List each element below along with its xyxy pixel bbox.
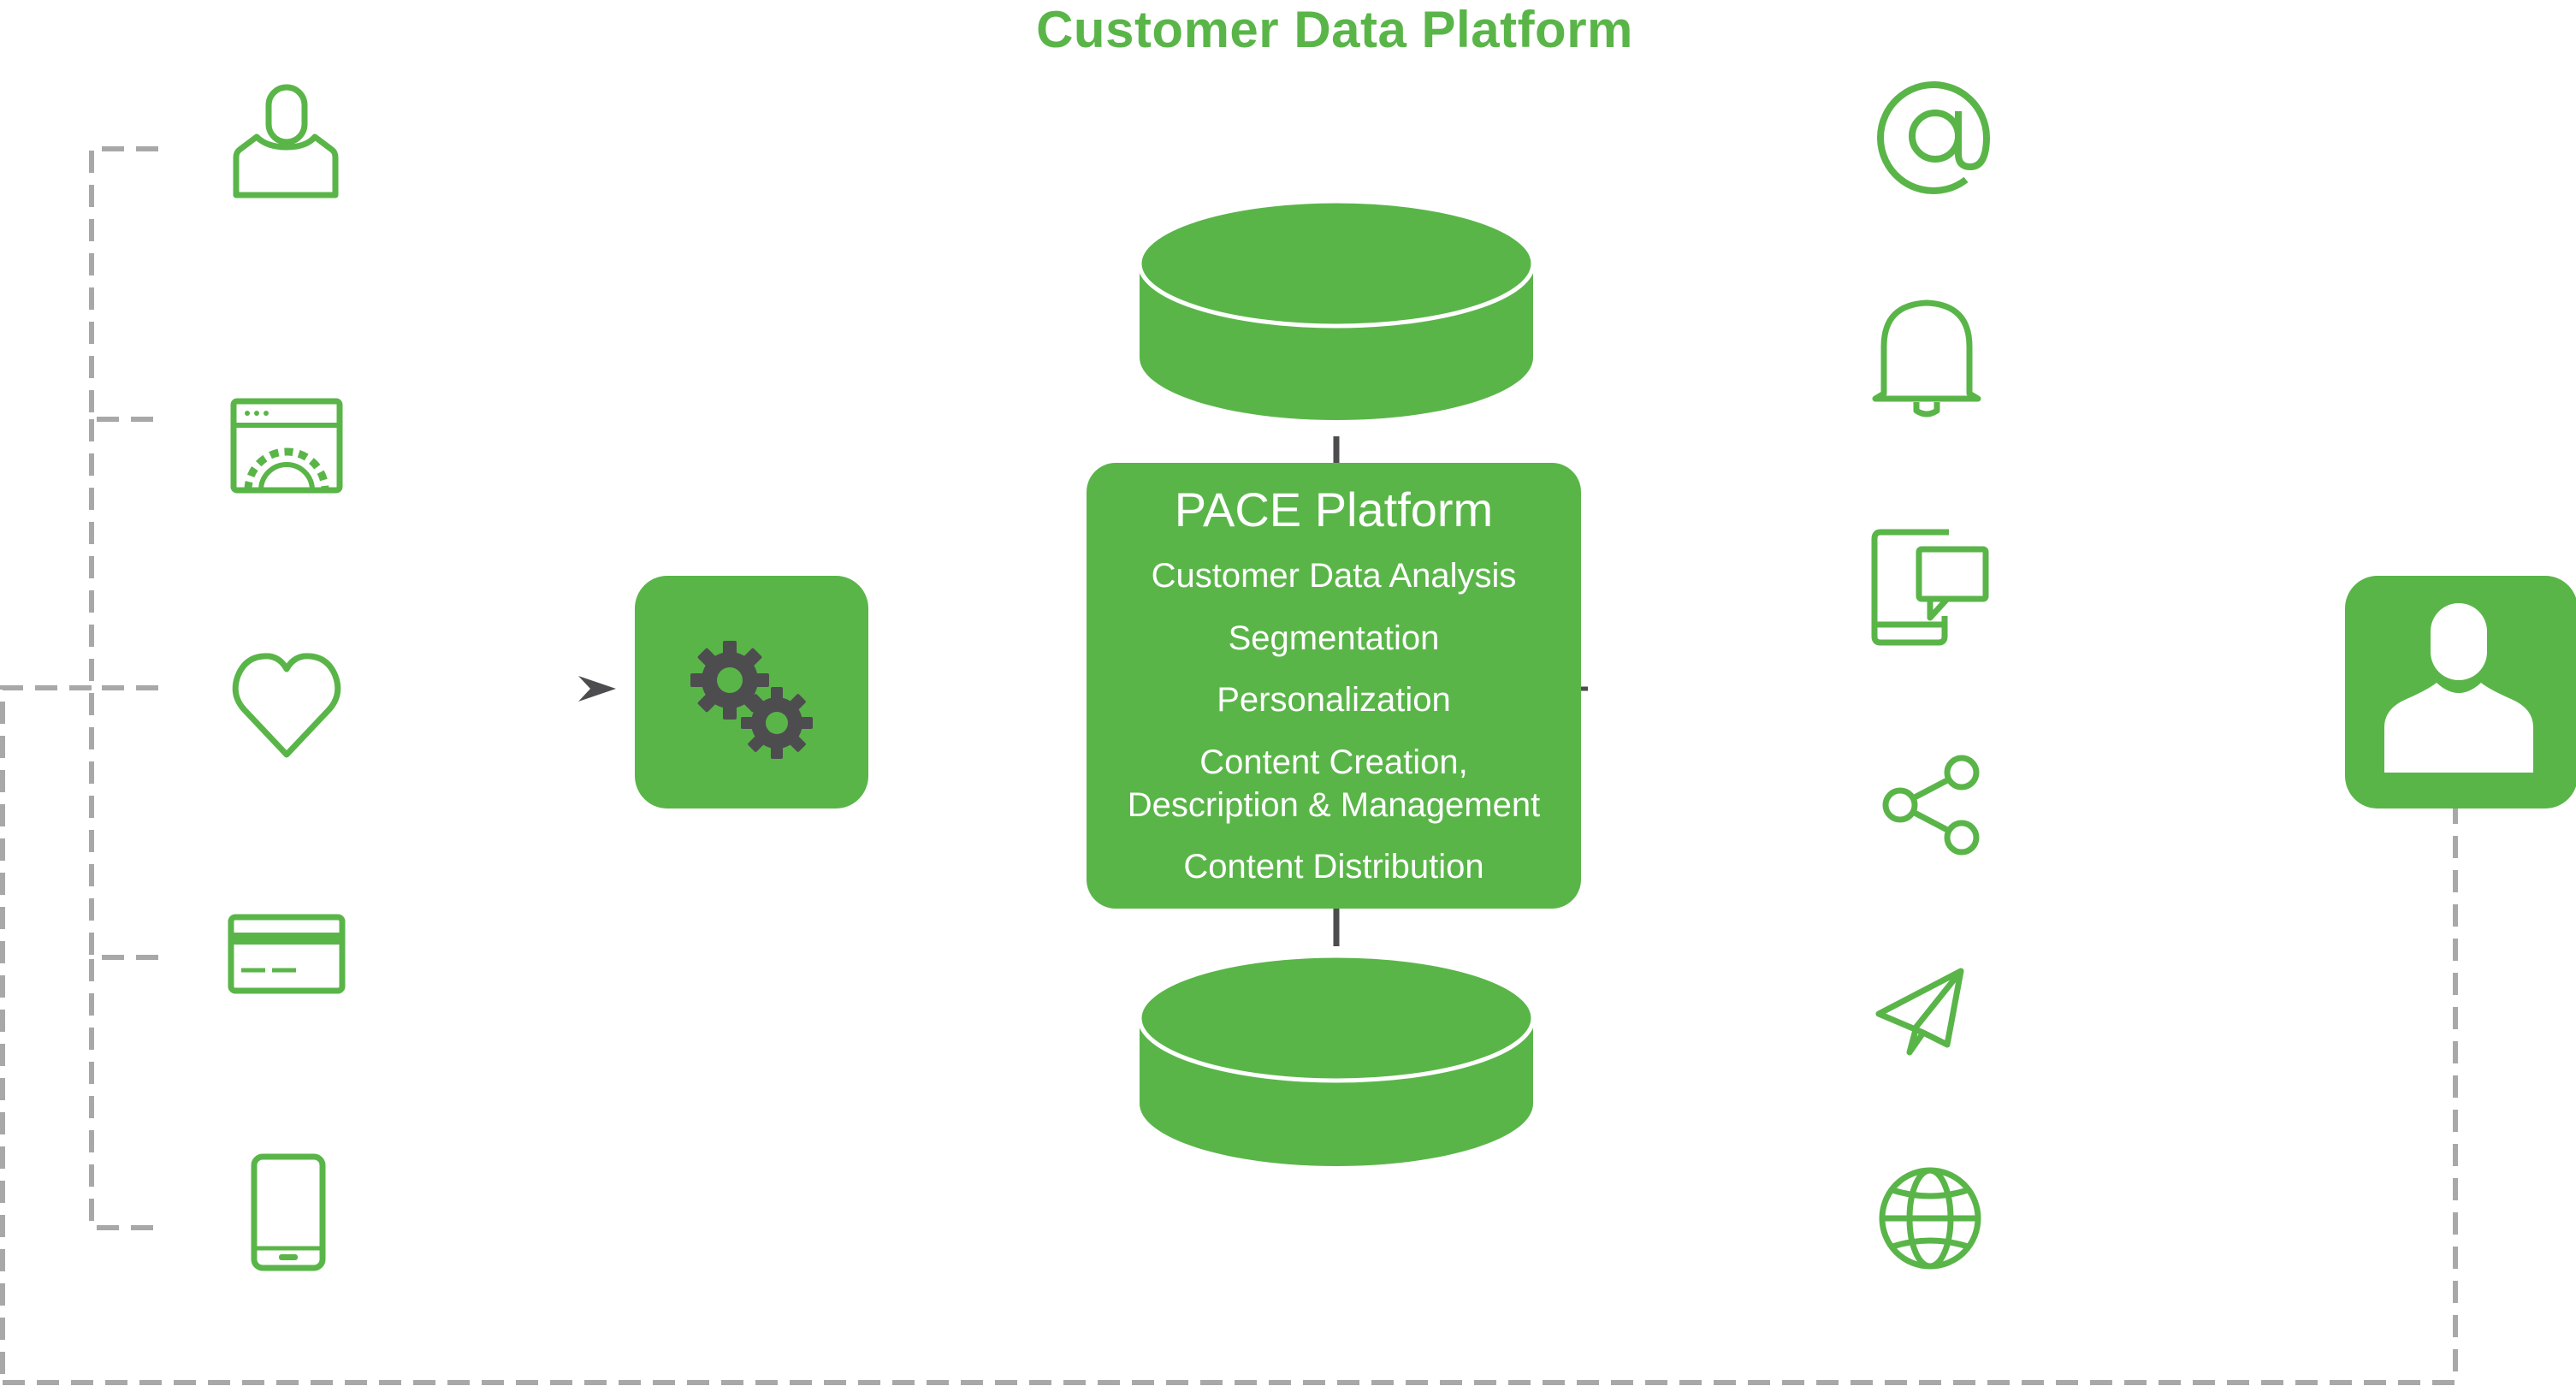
source-connectors <box>0 146 2458 1386</box>
bell-icon <box>1872 299 1981 418</box>
pace-platform-box: PACE Platform Customer Data Analysis Seg… <box>1087 463 1581 909</box>
database-top-icon <box>1137 198 1536 420</box>
source-bracket-lower <box>89 955 158 1230</box>
share-icon <box>1882 755 1980 856</box>
browser-settings-icon <box>230 398 343 494</box>
feedback-loop-line <box>0 685 2458 1386</box>
gears-icon <box>690 641 813 759</box>
globe-icon <box>1879 1167 1981 1270</box>
platform-item-customer-data-analysis: Customer Data Analysis <box>1151 557 1517 595</box>
source-bracket-upper <box>89 146 158 422</box>
smartphone-icon <box>251 1153 326 1271</box>
credit-card-icon <box>228 914 346 994</box>
flow-arrow-icon <box>578 676 616 702</box>
platform-item-segmentation: Segmentation <box>1228 619 1440 657</box>
database-bottom-icon <box>1137 953 1536 1166</box>
person-icon <box>233 84 339 198</box>
email-at-icon <box>1877 81 1990 194</box>
heart-icon <box>232 653 341 758</box>
customer-profile-icon <box>2384 603 2533 773</box>
platform-item-content-creation: Content Creation, <box>1199 743 1468 781</box>
tablet-chat-icon <box>1871 529 1989 646</box>
platform-item-content-distribution: Content Distribution <box>1183 848 1484 886</box>
diagram-title: Customer Data Platform <box>1036 1 1633 58</box>
pace-platform-title: PACE Platform <box>1174 483 1494 536</box>
platform-item-description-management: Description & Management <box>1127 786 1541 824</box>
paper-plane-icon <box>1875 968 1964 1056</box>
platform-item-personalization: Personalization <box>1217 681 1451 719</box>
